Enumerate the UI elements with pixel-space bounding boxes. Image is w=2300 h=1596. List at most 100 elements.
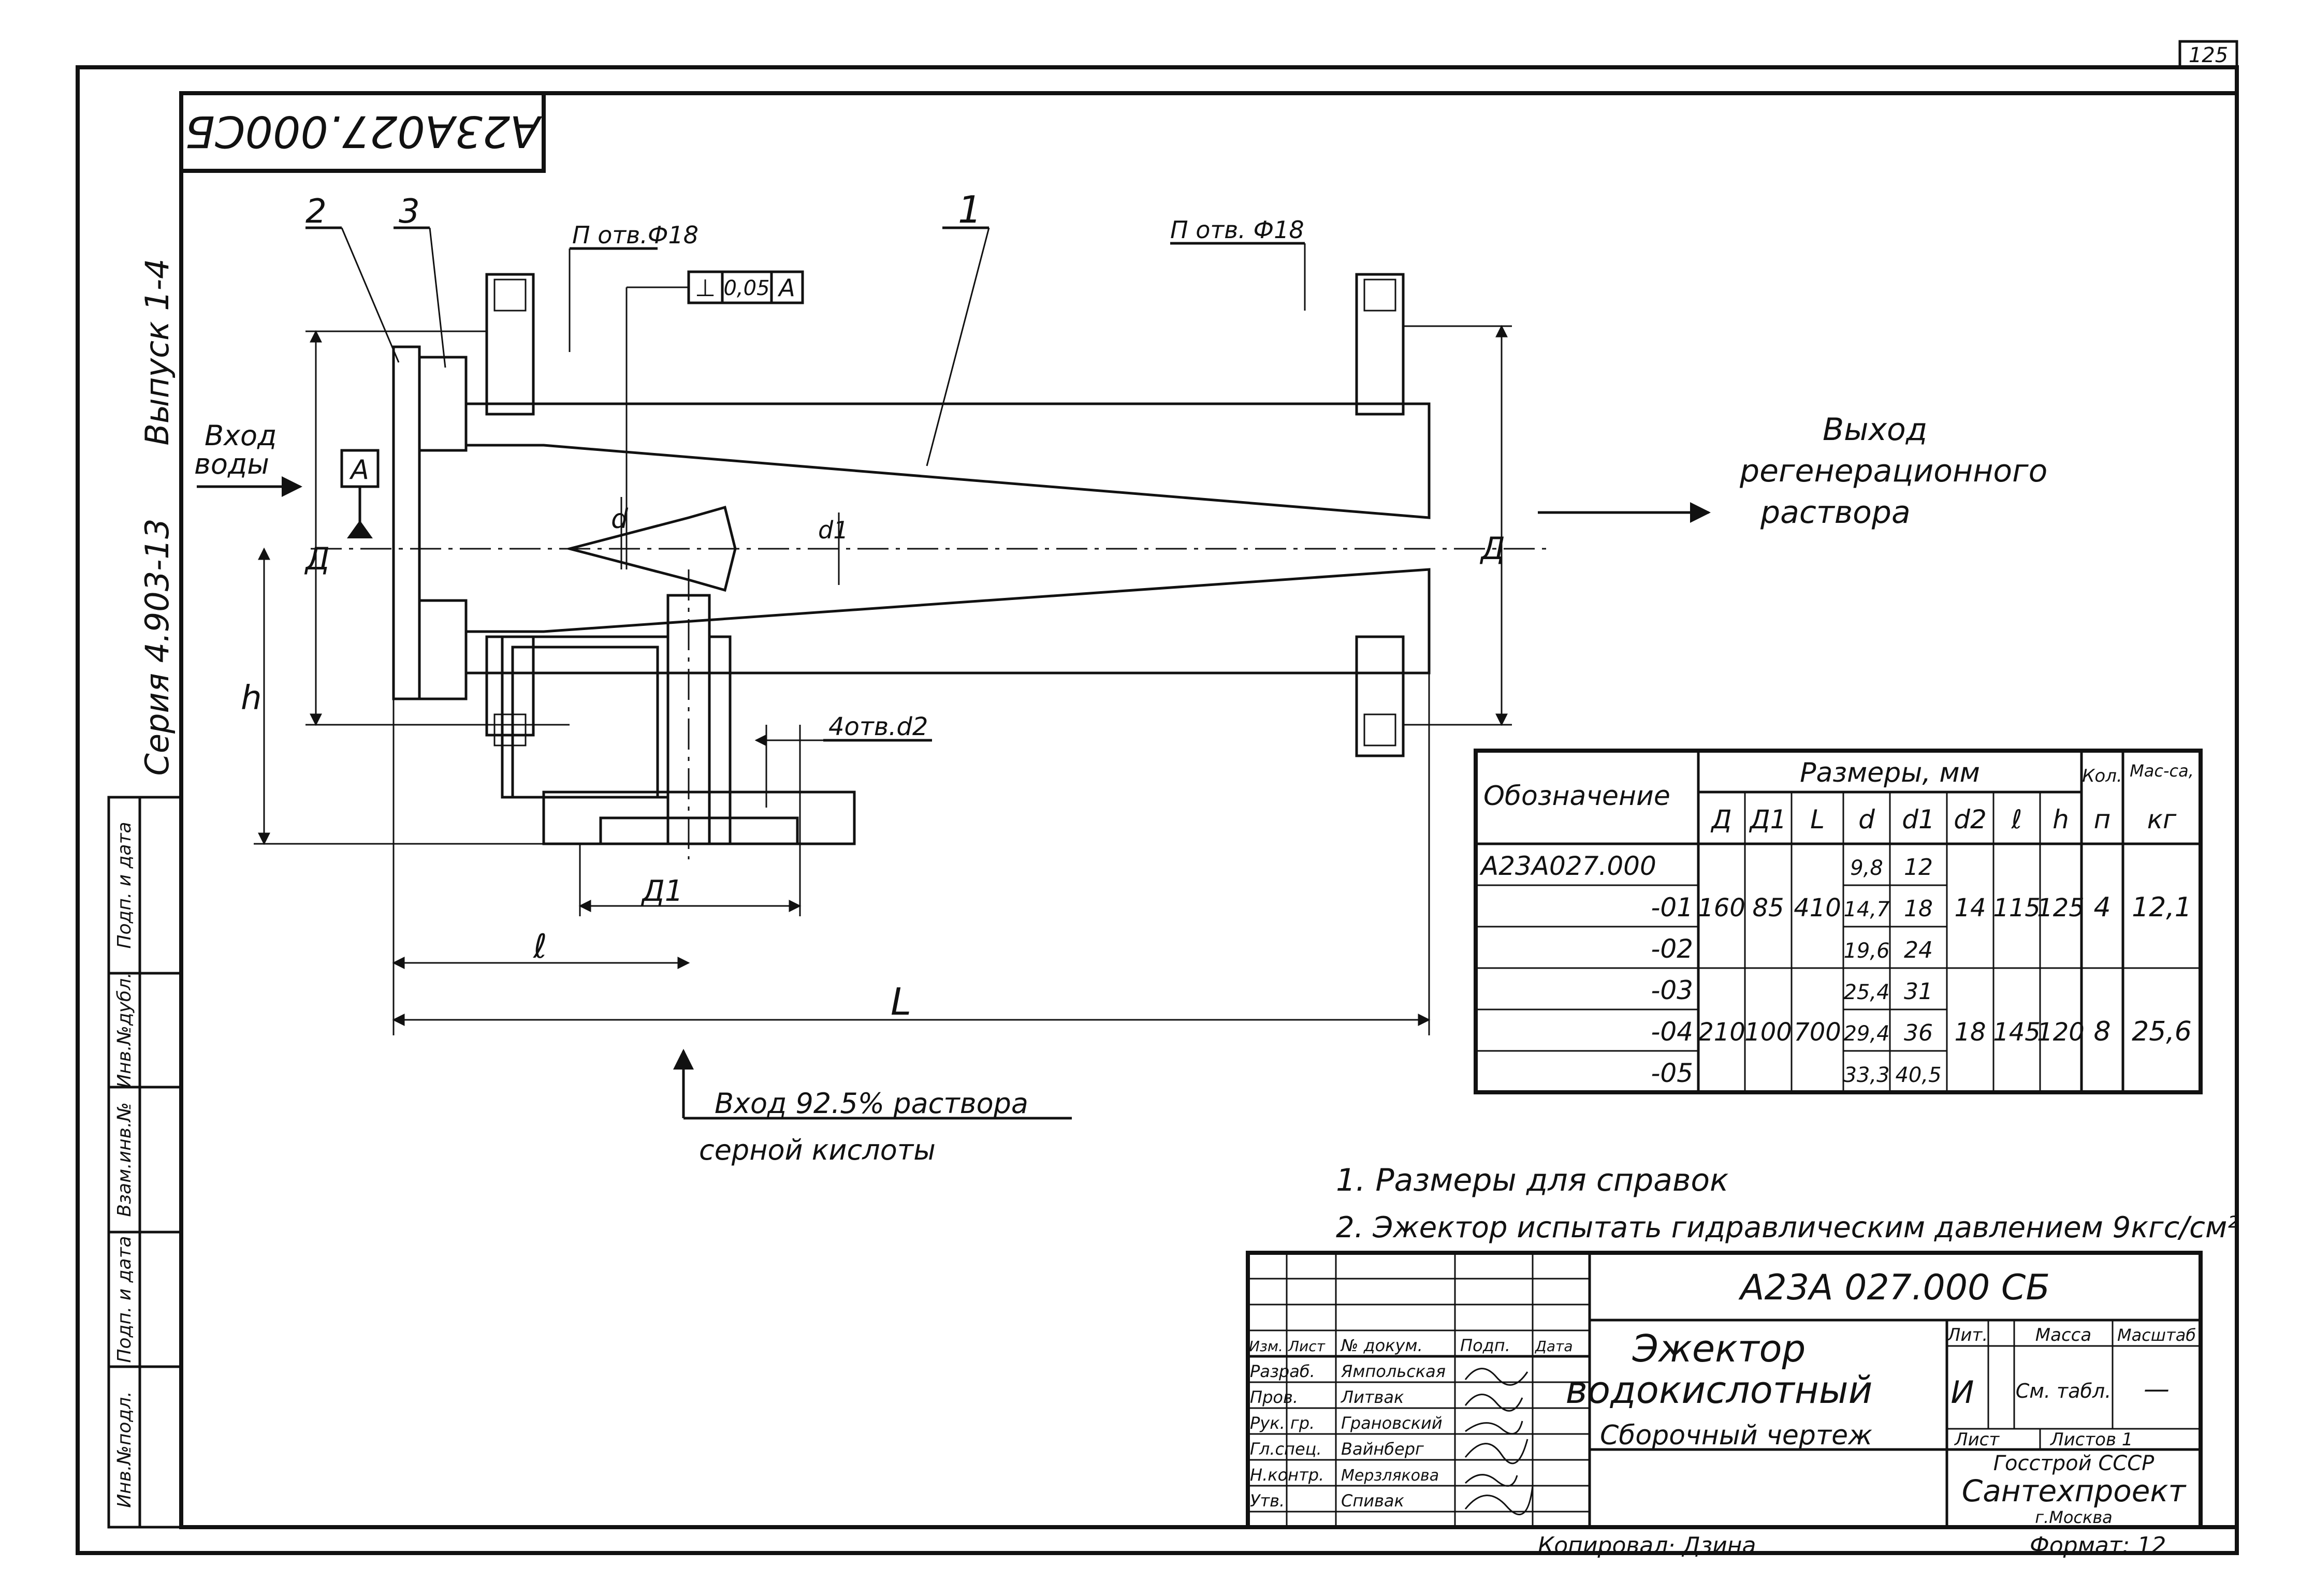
- sub-l-small: ℓ: [2011, 804, 2022, 834]
- label-pos-1: 1: [958, 188, 982, 231]
- g2-d1: 100: [1744, 1018, 1792, 1047]
- row-0-d1: 12: [1904, 854, 1933, 881]
- code-box: [179, 91, 546, 173]
- dim-d: d: [611, 504, 629, 535]
- tb-mass-value: См. табл.: [2016, 1380, 2112, 1402]
- tb-role-0: Разраб.: [1250, 1361, 1315, 1381]
- label-holes-top-left: П отв.Ф18: [572, 221, 698, 249]
- g1-n: 4: [2093, 892, 2110, 923]
- th-mass: Мас-са,: [2130, 761, 2194, 781]
- row-5-designation: -05: [1651, 1058, 1693, 1088]
- row-3-designation: -03: [1651, 975, 1693, 1005]
- tb-lit-label: Лит.: [1946, 1325, 1988, 1345]
- title-block: [1246, 1251, 2203, 1529]
- tb-designation: А23А 027.000 СБ: [1738, 1267, 2050, 1308]
- g2-n: 8: [2093, 1016, 2110, 1047]
- outlet-1: Выход: [1823, 412, 1927, 448]
- row-2-d1: 24: [1904, 937, 1933, 963]
- th-qty: Кол.: [2082, 766, 2122, 786]
- strip-sign-date-2: Подп. и дата: [114, 822, 135, 948]
- tolerance-frame: ⊥ 0,05 А: [625, 270, 804, 569]
- tb-name-2: водокислотный: [1566, 1368, 1873, 1412]
- tb-role-5: Утв.: [1250, 1491, 1285, 1511]
- strip-replaced-inv: Взам.инв.№: [114, 1102, 135, 1217]
- row-2-d: 19,6: [1843, 939, 1889, 963]
- outlet-3: раствора: [1760, 494, 1911, 531]
- strip-sign-date-1: Подп. и дата: [114, 1236, 135, 1363]
- tb-scale-value: —: [2144, 1374, 2170, 1404]
- g1-l: 410: [1794, 894, 1841, 923]
- rotated-code: А23А027.000СБ: [185, 106, 542, 157]
- tolerance-value: 0,05: [723, 276, 769, 300]
- tb-org-2: Сантехпроект: [1962, 1473, 2187, 1509]
- g2-h: 120: [2037, 1018, 2085, 1047]
- strip-inv-original: Инв.№подл.: [114, 1391, 135, 1507]
- tb-sheet-label: Лист: [1954, 1429, 2000, 1450]
- sub-n: п: [2094, 804, 2111, 834]
- sub-d-small: d: [1858, 804, 1875, 834]
- tb-org-3: г.Москва: [2035, 1507, 2113, 1527]
- row-3-d1: 31: [1904, 978, 1933, 1005]
- g2-l-small: 145: [1993, 1018, 2041, 1047]
- row-1-d: 14,7: [1843, 898, 1890, 921]
- tb-name-3: Сборочный чертеж: [1600, 1420, 1872, 1451]
- sub-d1-small: d1: [1902, 804, 1935, 834]
- row-2-designation: -02: [1651, 934, 1693, 964]
- tb-role-3: Гл.спец.: [1250, 1439, 1322, 1459]
- dim-L: L: [891, 980, 911, 1023]
- dim-h: h: [241, 679, 262, 718]
- g2-l: 700: [1794, 1018, 1841, 1047]
- signatures: [1464, 1368, 1534, 1516]
- footer-copied: Копировал· Дзина: [1538, 1532, 1756, 1559]
- tb-role-4: Н.контр.: [1250, 1465, 1324, 1485]
- row-1-designation: -01: [1651, 892, 1693, 923]
- g2-d: 210: [1698, 1018, 1745, 1047]
- strip-inv-duplicate: Инв.№дубл.: [114, 972, 135, 1088]
- row-5-d: 33,3: [1843, 1063, 1889, 1087]
- tolerance-symbol: ⊥: [695, 274, 716, 302]
- row-4-d1: 36: [1904, 1020, 1933, 1046]
- tb-name-3-person: Вайнберг: [1341, 1439, 1424, 1459]
- tb-name-2-person: Грановский: [1341, 1413, 1443, 1433]
- note-1: 1. Размеры для справок: [1336, 1162, 1728, 1198]
- tb-name-1: Эжектор: [1632, 1327, 1806, 1370]
- tb-mass-label: Масса: [2035, 1325, 2091, 1345]
- g1-d1: 85: [1752, 894, 1784, 923]
- g2-d2: 18: [1954, 1018, 1986, 1047]
- tb-col-sign: Подп.: [1460, 1336, 1510, 1355]
- dim-d1: d1: [818, 516, 848, 544]
- g1-d2: 14: [1954, 894, 1986, 923]
- inlet-acid-2: серной кислоты: [699, 1134, 936, 1166]
- dim-d1-flange: Д1: [640, 874, 683, 908]
- datum-a: А: [349, 455, 369, 486]
- tb-scale-label: Масштаб: [2117, 1325, 2196, 1345]
- row-0-designation: А23А027.000: [1479, 851, 1656, 881]
- tb-name-1-person: Литвак: [1341, 1387, 1404, 1407]
- sub-d2: d2: [1954, 804, 1987, 834]
- row-4-d: 29,4: [1843, 1022, 1889, 1046]
- page-number: 125: [2189, 43, 2228, 67]
- page-number-box: [2178, 40, 2238, 69]
- label-pos-2: 2: [305, 193, 327, 231]
- tb-col-list: Лист: [1288, 1338, 1326, 1355]
- ejector-body: [392, 273, 1431, 845]
- row-4-designation: -04: [1651, 1017, 1693, 1047]
- left-strip: Инв.№подл. Подп. и дата Взам.инв.№ Инв.№…: [107, 796, 183, 1529]
- tb-name-4-person: Мерзлякова: [1341, 1467, 1439, 1485]
- g1-h: 125: [2037, 894, 2085, 923]
- sub-l: L: [1810, 804, 1825, 834]
- issue-text: Выпуск 1-4: [138, 258, 176, 445]
- label-holes-top-right: П отв. Ф18: [1170, 216, 1304, 244]
- tb-name-5-person: Спивак: [1341, 1491, 1405, 1511]
- g2-mass: 25,6: [2132, 1016, 2192, 1047]
- footer-format: Формат: 12: [2030, 1532, 2166, 1559]
- dims-table: [1474, 749, 2203, 1094]
- sub-h: h: [2052, 804, 2069, 834]
- row-0-d: 9,8: [1850, 856, 1883, 880]
- g1-mass: 12,1: [2132, 892, 2192, 923]
- tb-lit-value: И: [1951, 1374, 1974, 1411]
- g1-d: 160: [1698, 894, 1745, 923]
- tb-col-izm: Изм.: [1249, 1338, 1283, 1355]
- dim-l: ℓ: [533, 928, 547, 966]
- dim-d-right: Д: [1479, 531, 1505, 567]
